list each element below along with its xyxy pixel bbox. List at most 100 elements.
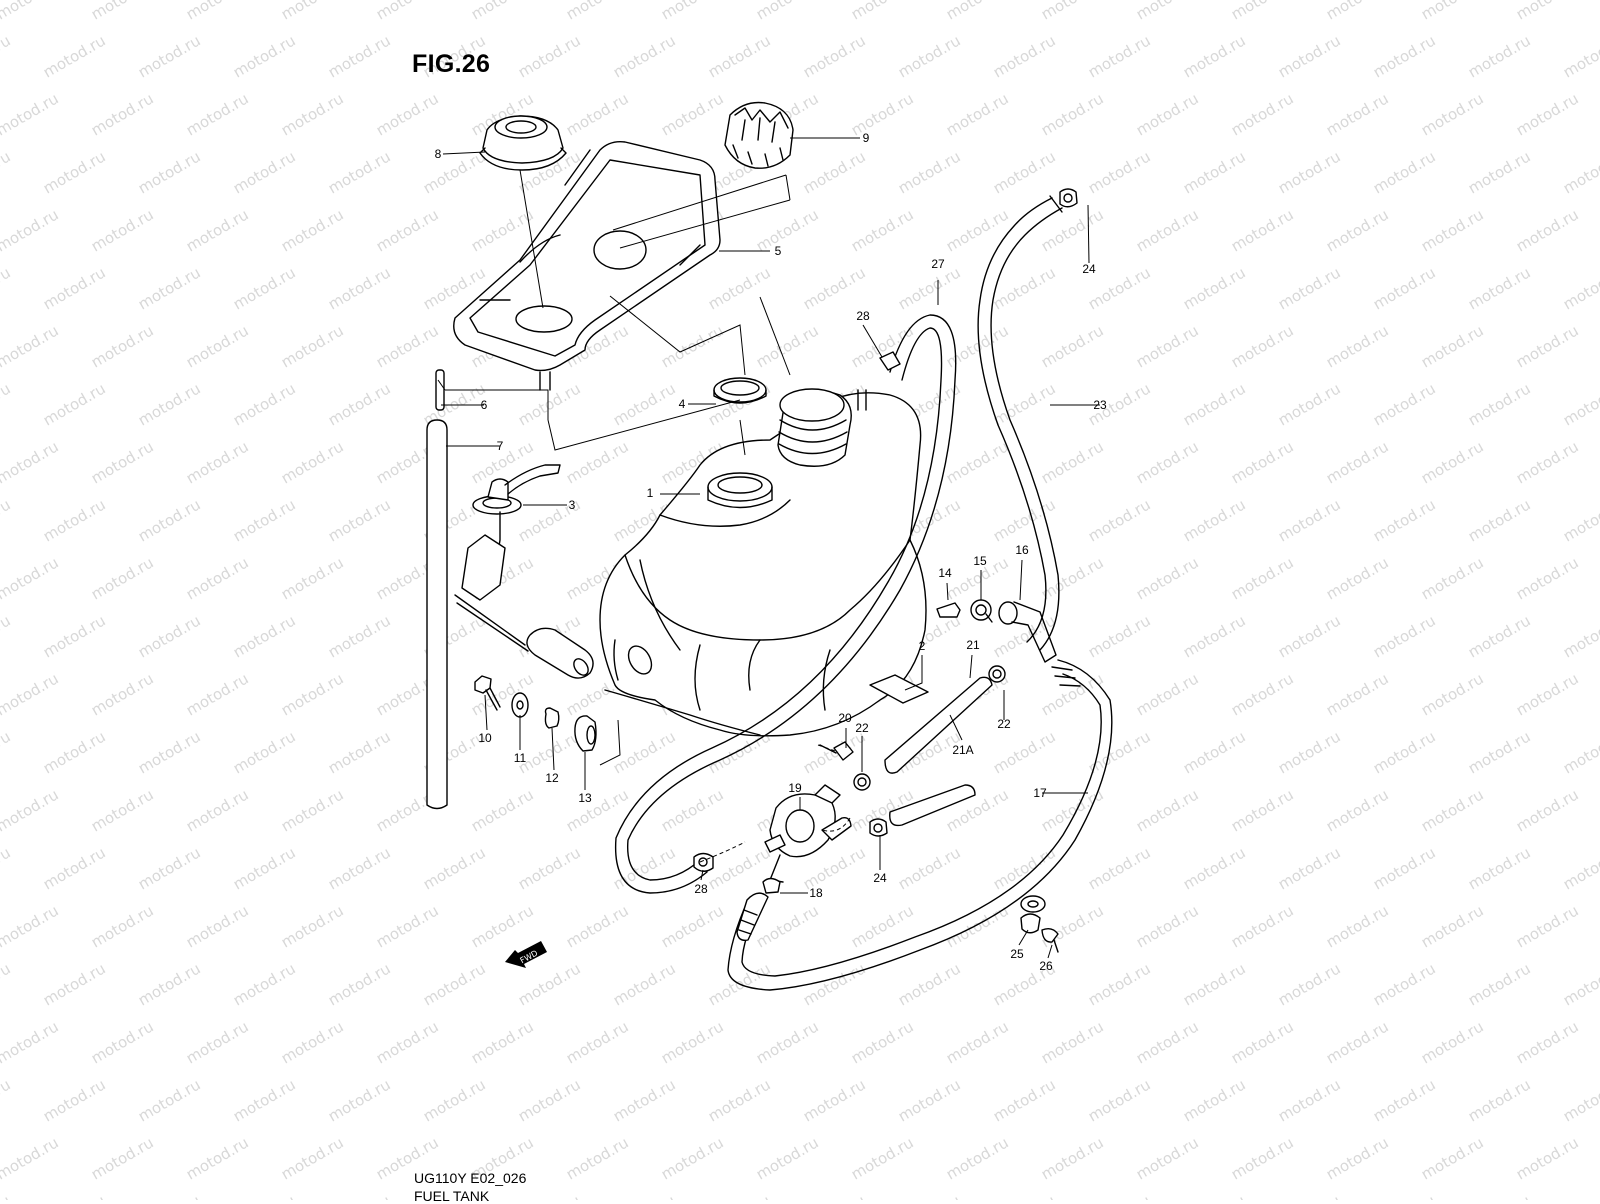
watermark-text: motod.ru bbox=[943, 437, 1012, 487]
watermark-text: motod.ru bbox=[1180, 495, 1249, 545]
watermark-text: motod.ru bbox=[135, 495, 204, 545]
watermark-text: motod.ru bbox=[1133, 437, 1202, 487]
watermark-text: motod.ru bbox=[1133, 205, 1202, 255]
watermark-text: motod.ru bbox=[1513, 0, 1582, 23]
watermark-text: motod.ru bbox=[135, 1075, 204, 1125]
watermark-text: motod.ru bbox=[278, 553, 347, 603]
breather-clip-top bbox=[879, 351, 901, 371]
watermark-text: motod.ru bbox=[420, 959, 489, 1009]
watermark-text: motod.ru bbox=[135, 959, 204, 1009]
callout-p20: 20 bbox=[838, 711, 852, 725]
watermark-text: motod.ru bbox=[1418, 1133, 1487, 1183]
watermark-text: motod.ru bbox=[278, 205, 347, 255]
watermark-text: motod.ru bbox=[278, 785, 347, 835]
watermark-text: motod.ru bbox=[1275, 1075, 1344, 1125]
callout-p27: 27 bbox=[931, 257, 945, 271]
callout-p25: 25 bbox=[1010, 947, 1024, 961]
watermark-text: motod.ru bbox=[848, 205, 917, 255]
watermark-text: motod.ru bbox=[230, 379, 299, 429]
watermark-text: motod.ru bbox=[1370, 379, 1439, 429]
watermark-text: motod.ru bbox=[278, 901, 347, 951]
watermark-text: motod.ru bbox=[325, 379, 394, 429]
washer bbox=[511, 692, 529, 718]
watermark-text: motod.ru bbox=[1323, 437, 1392, 487]
watermark-text: motod.ru bbox=[1038, 0, 1107, 23]
watermark-text: motod.ru bbox=[1228, 0, 1297, 23]
watermark-text: motod.ru bbox=[1513, 437, 1582, 487]
watermark-text: motod.ru bbox=[1560, 1075, 1600, 1125]
watermark-text: motod.ru bbox=[230, 1075, 299, 1125]
figure-name: FUEL TANK bbox=[414, 1188, 490, 1204]
watermark-text: motod.ru bbox=[990, 495, 1059, 545]
watermark-text: motod.ru bbox=[1228, 901, 1297, 951]
watermark-text: motod.ru bbox=[1323, 205, 1392, 255]
watermark-text: motod.ru bbox=[1323, 0, 1392, 23]
watermark-text: motod.ru bbox=[800, 31, 869, 81]
watermark-text: motod.ru bbox=[848, 1133, 917, 1183]
callout-p3: 3 bbox=[569, 498, 576, 512]
fuel-cock bbox=[764, 784, 852, 883]
watermark-text: motod.ru bbox=[705, 1191, 774, 1200]
watermark-text: motod.ru bbox=[990, 1075, 1059, 1125]
watermark-text: motod.ru bbox=[468, 205, 537, 255]
callout-p24a: 24 bbox=[1082, 262, 1096, 276]
watermark-text: motod.ru bbox=[515, 1191, 584, 1200]
watermark-text: motod.ru bbox=[230, 147, 299, 197]
watermark-text: motod.ru bbox=[183, 89, 252, 139]
watermark-text: motod.ru bbox=[0, 89, 62, 139]
watermark-text: motod.ru bbox=[278, 0, 347, 23]
watermark-text: motod.ru bbox=[325, 843, 394, 893]
watermark-text: motod.ru bbox=[895, 31, 964, 81]
watermark-text: motod.ru bbox=[1180, 1075, 1249, 1125]
watermark-text: motod.ru bbox=[183, 785, 252, 835]
watermark-text: motod.ru bbox=[88, 553, 157, 603]
watermark-text: motod.ru bbox=[1465, 1075, 1534, 1125]
watermark-text: motod.ru bbox=[0, 669, 62, 719]
watermark-text: motod.ru bbox=[1418, 321, 1487, 371]
watermark-text: motod.ru bbox=[230, 959, 299, 1009]
bolt bbox=[474, 675, 501, 711]
overflow-hose bbox=[727, 659, 1113, 991]
watermark-text: motod.ru bbox=[1513, 321, 1582, 371]
watermark-text: motod.ru bbox=[135, 611, 204, 661]
watermark-text: motod.ru bbox=[1465, 959, 1534, 1009]
watermark-text: motod.ru bbox=[990, 31, 1059, 81]
callout-p16: 16 bbox=[1015, 543, 1029, 557]
watermark-text: motod.ru bbox=[1038, 553, 1107, 603]
watermark-text: motod.ru bbox=[373, 89, 442, 139]
watermark-text: motod.ru bbox=[40, 379, 109, 429]
vent-hose bbox=[977, 195, 1063, 651]
watermark-text: motod.ru bbox=[0, 901, 62, 951]
watermark-text: motod.ru bbox=[943, 205, 1012, 255]
watermark-text: motod.ru bbox=[88, 205, 157, 255]
watermark-text: motod.ru bbox=[468, 901, 537, 951]
hose-clip-bottom bbox=[869, 818, 888, 837]
callout-p11: 11 bbox=[514, 751, 527, 765]
watermark-text: motod.ru bbox=[1418, 205, 1487, 255]
watermark-text: motod.ru bbox=[468, 785, 537, 835]
watermark-text: motod.ru bbox=[1418, 1017, 1487, 1067]
watermark-text: motod.ru bbox=[1133, 1017, 1202, 1067]
watermark-text: motod.ru bbox=[515, 1075, 584, 1125]
watermark-text: motod.ru bbox=[610, 843, 679, 893]
watermark-text: motod.ru bbox=[1038, 901, 1107, 951]
hose-clip-top bbox=[1059, 188, 1078, 208]
watermark-text: motod.ru bbox=[420, 1075, 489, 1125]
watermark-text: motod.ru bbox=[1370, 959, 1439, 1009]
watermark-text: motod.ru bbox=[1465, 379, 1534, 429]
watermark-text: motod.ru bbox=[1228, 553, 1297, 603]
watermark-text: motod.ru bbox=[895, 263, 964, 313]
watermark-text: motod.ru bbox=[1513, 205, 1582, 255]
callout-leaders bbox=[441, 137, 1100, 959]
watermark-text: motod.ru bbox=[943, 1133, 1012, 1183]
watermark-text: motod.ru bbox=[0, 205, 62, 255]
watermark-text: motod.ru bbox=[753, 901, 822, 951]
callout-p6: 6 bbox=[481, 398, 488, 412]
watermark-text: motod.ru bbox=[610, 959, 679, 1009]
watermark-text: motod.ru bbox=[658, 901, 727, 951]
watermark-text: motod.ru bbox=[515, 379, 584, 429]
watermark-text: motod.ru bbox=[325, 495, 394, 545]
watermark-text: motod.ru bbox=[278, 669, 347, 719]
callout-p19: 19 bbox=[788, 781, 802, 795]
watermark-text: motod.ru bbox=[1323, 553, 1392, 603]
